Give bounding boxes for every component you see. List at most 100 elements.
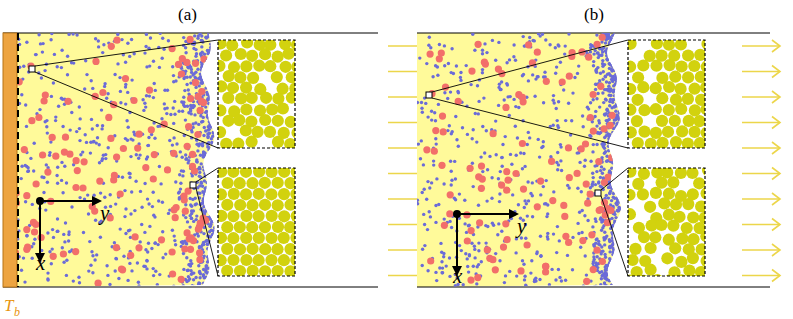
- small-particle: [202, 116, 205, 119]
- small-particle: [192, 220, 195, 223]
- large-particle: [187, 95, 194, 102]
- small-particle: [614, 110, 617, 113]
- small-particle: [594, 110, 597, 113]
- large-particle: [65, 98, 72, 105]
- small-particle: [189, 259, 192, 262]
- small-particle: [436, 74, 439, 77]
- small-particle: [44, 208, 47, 211]
- large-particle: [107, 135, 114, 142]
- small-particle: [212, 131, 215, 134]
- small-particle: [424, 102, 427, 105]
- small-particle: [485, 51, 488, 54]
- small-particle: [208, 63, 211, 66]
- small-particle: [45, 119, 48, 122]
- small-particle: [522, 35, 525, 38]
- small-particle: [607, 149, 610, 152]
- small-particle: [613, 270, 616, 273]
- small-particle: [125, 119, 128, 122]
- small-particle: [512, 43, 515, 46]
- small-particle: [67, 33, 70, 36]
- small-particle: [196, 68, 199, 71]
- small-particle: [566, 184, 569, 187]
- small-particle: [460, 249, 463, 252]
- grain: [277, 102, 289, 114]
- small-particle: [469, 83, 472, 86]
- small-particle: [27, 169, 30, 172]
- small-particle: [203, 211, 206, 214]
- small-particle: [207, 116, 210, 119]
- small-particle: [608, 62, 611, 65]
- grain: [232, 138, 244, 148]
- small-particle: [536, 75, 539, 78]
- small-particle: [594, 88, 597, 91]
- small-particle: [617, 36, 620, 39]
- small-particle: [189, 197, 192, 200]
- small-particle: [616, 197, 619, 200]
- large-particle: [148, 126, 155, 133]
- small-particle: [610, 167, 613, 170]
- small-particle: [181, 174, 184, 177]
- large-particle: [21, 146, 28, 153]
- small-particle: [63, 240, 66, 243]
- large-particle: [164, 166, 171, 173]
- small-particle: [617, 117, 620, 120]
- small-particle: [62, 233, 65, 236]
- small-particle: [450, 132, 453, 135]
- small-particle: [207, 32, 210, 35]
- grain: [233, 114, 245, 126]
- large-particle: [52, 153, 59, 160]
- small-particle: [543, 71, 546, 74]
- small-particle: [87, 269, 90, 272]
- small-particle: [612, 172, 615, 175]
- small-particle: [199, 272, 202, 275]
- small-particle: [210, 275, 213, 278]
- small-particle: [573, 76, 576, 79]
- small-particle: [90, 250, 93, 253]
- small-particle: [65, 274, 68, 277]
- grain: [278, 232, 290, 244]
- large-particle: [62, 134, 69, 141]
- small-particle: [450, 47, 453, 50]
- small-particle: [105, 97, 108, 100]
- small-particle: [194, 197, 197, 200]
- small-particle: [64, 221, 67, 224]
- small-particle: [145, 94, 148, 97]
- small-particle: [206, 128, 209, 131]
- small-particle: [109, 205, 112, 208]
- small-particle: [206, 136, 209, 139]
- grain: [272, 265, 284, 276]
- small-particle: [119, 90, 122, 93]
- small-particle: [142, 109, 145, 112]
- small-particle: [608, 257, 611, 260]
- small-particle: [616, 209, 619, 212]
- small-particle: [486, 168, 489, 171]
- small-particle: [24, 164, 27, 167]
- large-particle: [33, 180, 40, 187]
- small-particle: [185, 76, 188, 79]
- small-particle: [556, 168, 559, 171]
- small-particle: [529, 271, 532, 274]
- small-particle: [592, 60, 595, 63]
- large-particle: [39, 151, 46, 158]
- small-particle: [610, 37, 613, 40]
- small-particle: [139, 240, 142, 243]
- small-particle: [193, 285, 196, 288]
- small-particle: [616, 70, 619, 73]
- small-particle: [90, 79, 93, 82]
- small-particle: [467, 224, 470, 227]
- small-particle: [423, 244, 426, 247]
- grain: [246, 50, 258, 62]
- large-particle: [105, 114, 112, 121]
- small-particle: [161, 37, 164, 40]
- small-particle: [610, 187, 613, 190]
- small-particle: [33, 238, 36, 241]
- grain: [278, 188, 290, 200]
- grain: [222, 177, 234, 189]
- small-particle: [609, 62, 612, 65]
- small-particle: [210, 141, 213, 144]
- small-particle: [147, 136, 150, 139]
- small-particle: [497, 86, 500, 89]
- small-particle: [610, 68, 613, 71]
- small-particle: [173, 113, 176, 116]
- grain: [285, 116, 295, 128]
